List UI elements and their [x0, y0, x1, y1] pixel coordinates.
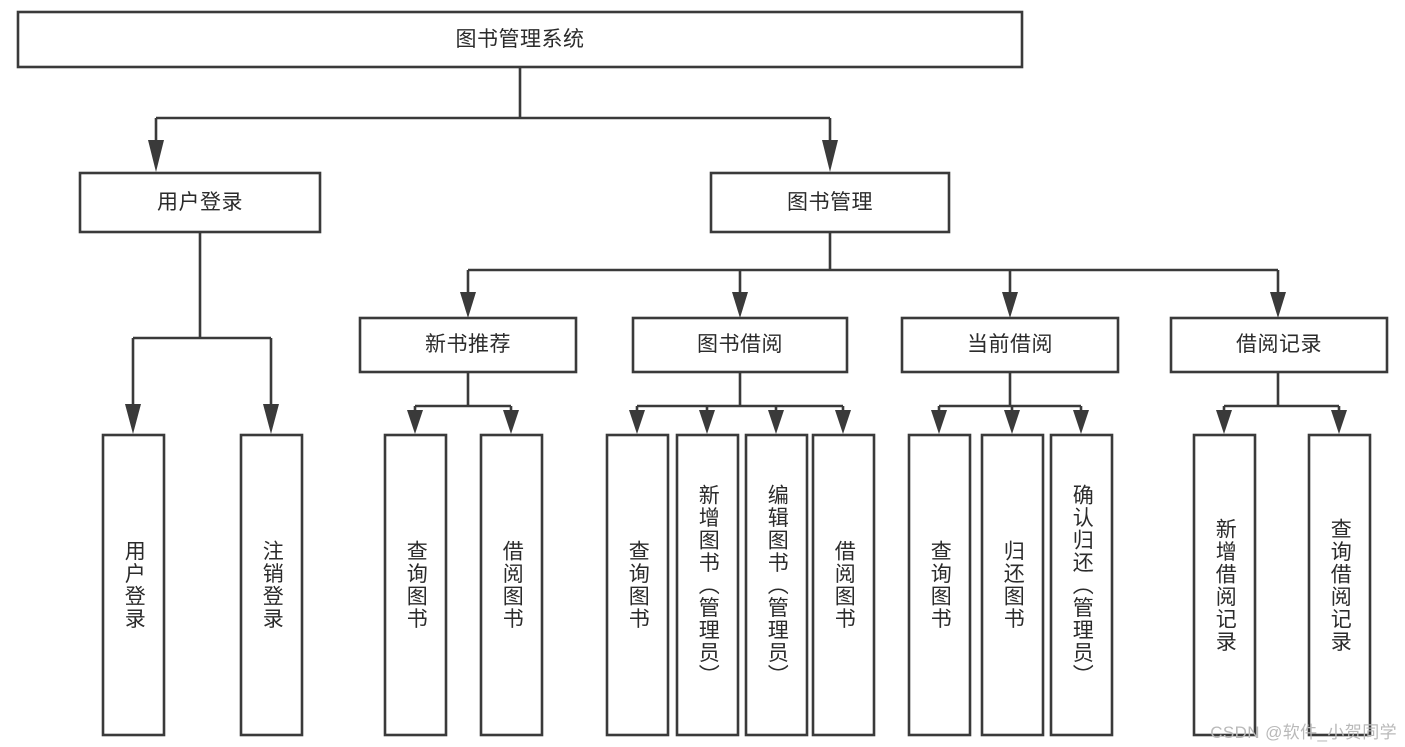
- node-box-leaf-return-book[interactable]: [980, 433, 1045, 737]
- node-box-user-login[interactable]: [78, 171, 322, 234]
- node-box-leaf-borrow-book-1[interactable]: [479, 433, 544, 737]
- node-box-current-borrow[interactable]: [900, 316, 1120, 374]
- node-box-book-manage[interactable]: [709, 171, 951, 234]
- node-box-leaf-query-record[interactable]: [1307, 433, 1372, 737]
- arrow-leaf-add-record: [1216, 410, 1232, 434]
- arrow-leaf-add-book: [699, 410, 715, 434]
- node-box-leaf-query-book-2[interactable]: [605, 433, 670, 737]
- node-box-new-book-rec[interactable]: [358, 316, 578, 374]
- arrow-new-book-rec: [460, 292, 476, 318]
- arrow-leaf-query-book-3: [931, 410, 947, 434]
- connector-group-book-manage: [460, 232, 1286, 318]
- arrow-leaf-borrow-book-1: [503, 410, 519, 434]
- connector-group-book-borrow: [629, 372, 851, 434]
- arrow-leaf-query-record: [1331, 410, 1347, 434]
- arrow-leaf-query-book-1: [407, 410, 423, 434]
- node-box-leaf-add-book[interactable]: [675, 433, 740, 737]
- connector-group-new-book-rec: [407, 372, 519, 434]
- arrow-book-borrow: [732, 292, 748, 318]
- arrow-borrow-record: [1270, 292, 1286, 318]
- node-box-book-borrow[interactable]: [631, 316, 849, 374]
- connector-group-borrow-record: [1216, 372, 1347, 434]
- node-box-leaf-confirm-return[interactable]: [1049, 433, 1114, 737]
- arrow-current-borrow: [1002, 292, 1018, 318]
- arrow-book-manage: [822, 140, 838, 172]
- connector-group-current-borrow: [931, 372, 1089, 434]
- arrow-leaf-borrow-book-2: [835, 410, 851, 434]
- node-box-leaf-add-record[interactable]: [1192, 433, 1257, 737]
- arrow-leaf-user-login: [125, 404, 141, 434]
- arrow-leaf-edit-book: [768, 410, 784, 434]
- node-box-leaf-query-book-3[interactable]: [907, 433, 972, 737]
- node-box-leaf-edit-book[interactable]: [744, 433, 809, 737]
- arrow-leaf-logout: [263, 404, 279, 434]
- node-box-leaf-query-book-1[interactable]: [383, 433, 448, 737]
- node-box-borrow-record[interactable]: [1169, 316, 1389, 374]
- node-box-leaf-user-login[interactable]: [101, 433, 166, 737]
- arrow-user-login: [148, 140, 164, 172]
- connector-group-root: [148, 67, 838, 172]
- arrow-leaf-query-book-2: [629, 410, 645, 434]
- arrow-leaf-confirm-return: [1073, 410, 1089, 434]
- node-box-root[interactable]: [16, 10, 1024, 69]
- connector-group-user-login: [125, 232, 279, 434]
- node-box-leaf-logout[interactable]: [239, 433, 304, 737]
- arrow-leaf-return-book: [1004, 410, 1020, 434]
- node-box-leaf-borrow-book-2[interactable]: [811, 433, 876, 737]
